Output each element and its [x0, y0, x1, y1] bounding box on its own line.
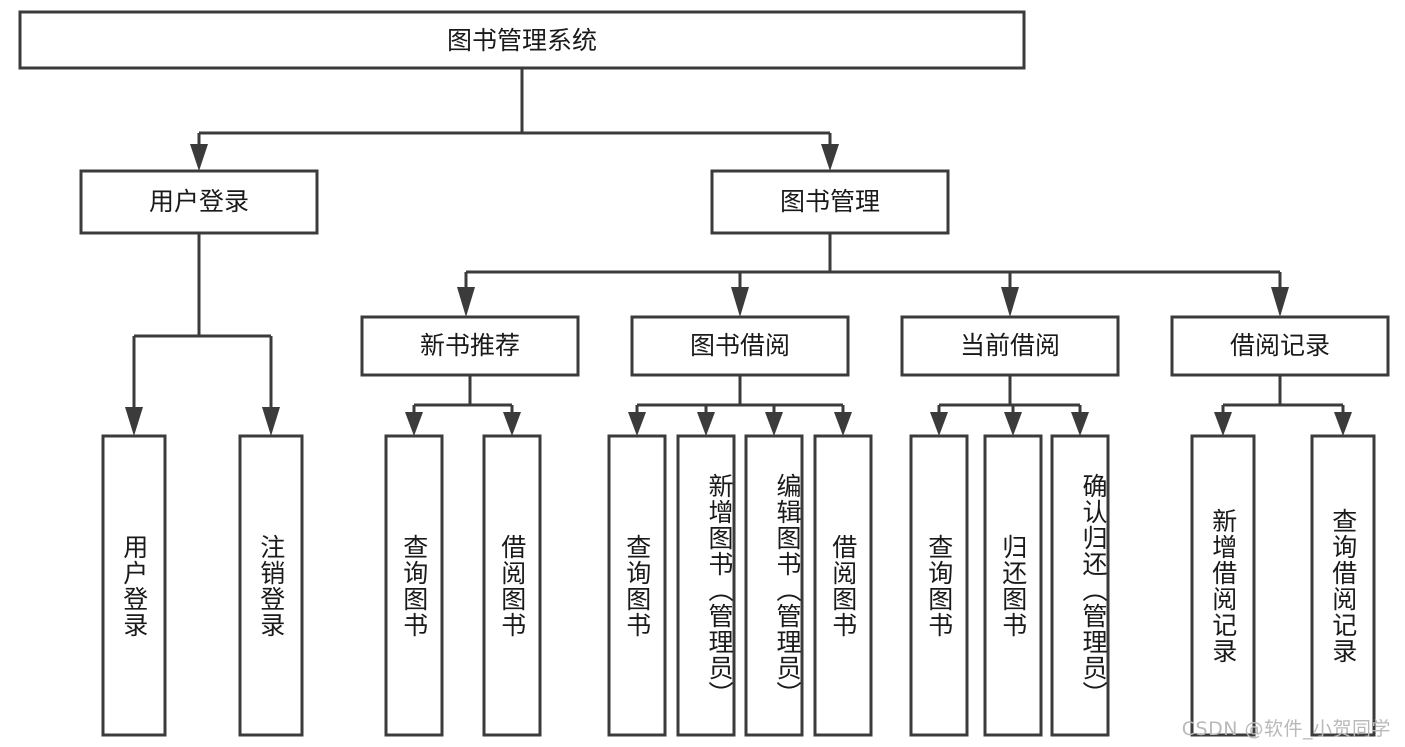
- leaf-add-record-box[interactable]: [1190, 434, 1256, 737]
- arrow-head-leaf-query-book-2: [628, 412, 646, 436]
- arrow-head-current-borrow: [1001, 287, 1019, 317]
- arrow-head-leaf-borrow-book-2: [834, 412, 852, 436]
- leaf-return-book-box[interactable]: [983, 434, 1043, 737]
- node-borrow-record-label: 借阅记录: [1230, 331, 1330, 360]
- leaf-borrow-book-2-box[interactable]: [813, 434, 873, 737]
- arrow-head-book-borrow: [731, 287, 749, 317]
- arrow-head-leaf-query-book-3: [930, 412, 948, 436]
- arrow-head-leaf-query-record: [1334, 412, 1352, 436]
- connector-group-book-manage: [457, 233, 1289, 317]
- node-current-borrow-label: 当前借阅: [960, 331, 1060, 360]
- node-new-book-rec-label: 新书推荐: [420, 331, 520, 360]
- connector-group-current-borrow: [930, 375, 1089, 436]
- node-new-book-rec-box[interactable]: [360, 315, 580, 377]
- arrow-head-leaf-query-book-1: [405, 412, 423, 436]
- node-user-login-box[interactable]: [79, 169, 319, 235]
- connector-group-root: [190, 68, 839, 171]
- node-book-manage-box[interactable]: [710, 169, 950, 235]
- leaf-confirm-return-box[interactable]: [1050, 434, 1110, 737]
- arrow-head-leaf-edit-book: [765, 412, 783, 436]
- leaf-query-record-box[interactable]: [1310, 434, 1376, 737]
- leaf-add-book-box[interactable]: [676, 434, 736, 737]
- node-current-borrow-box[interactable]: [900, 315, 1120, 377]
- leaf-boxes: [101, 434, 1376, 737]
- node-new-book-rec[interactable]: 新书推荐: [360, 315, 580, 377]
- leaf-user-login-box[interactable]: [101, 434, 167, 737]
- node-borrow-record-box[interactable]: [1170, 315, 1390, 377]
- arrow-head-user-login: [190, 144, 208, 171]
- arrow-head-book-manage: [821, 144, 839, 171]
- node-root-label: 图书管理系统: [447, 26, 597, 55]
- arrow-head-new-book-rec: [457, 287, 475, 317]
- node-root-box[interactable]: [18, 10, 1026, 70]
- arrow-head-leaf-confirm-return: [1071, 412, 1089, 436]
- connector-group-user-login: [125, 233, 280, 436]
- leaf-logout-login-box[interactable]: [238, 434, 304, 737]
- leaf-edit-book-box[interactable]: [744, 434, 804, 737]
- node-book-borrow[interactable]: 图书借阅: [630, 315, 850, 377]
- node-book-borrow-label: 图书借阅: [690, 331, 790, 360]
- node-root[interactable]: 图书管理系统: [18, 10, 1026, 70]
- node-current-borrow[interactable]: 当前借阅: [900, 315, 1120, 377]
- csdn-watermark: CSDN @软件_小贺同学: [1181, 718, 1391, 740]
- node-book-manage[interactable]: 图书管理: [710, 169, 950, 235]
- arrow-head-leaf-user-login: [125, 407, 143, 436]
- arrow-head-leaf-add-record: [1214, 412, 1232, 436]
- arrow-head-leaf-add-book: [697, 412, 715, 436]
- node-book-manage-label: 图书管理: [780, 187, 880, 216]
- node-borrow-record[interactable]: 借阅记录: [1170, 315, 1390, 377]
- leaf-query-book-1-box[interactable]: [384, 434, 444, 737]
- arrow-head-leaf-logout-login: [262, 407, 280, 436]
- arrow-head-leaf-return-book: [1004, 412, 1022, 436]
- connector-group-borrow-record: [1214, 375, 1352, 436]
- connector-group-book-borrow: [628, 375, 852, 436]
- node-book-borrow-box[interactable]: [630, 315, 850, 377]
- leaf-borrow-book-1-box[interactable]: [482, 434, 542, 737]
- arrow-head-borrow-record: [1271, 287, 1289, 317]
- arrow-head-leaf-borrow-book-1: [503, 412, 521, 436]
- leaf-query-book-2-box[interactable]: [607, 434, 667, 737]
- node-user-login-label: 用户登录: [149, 187, 249, 216]
- leaf-query-book-3-box[interactable]: [909, 434, 969, 737]
- node-user-login[interactable]: 用户登录: [79, 169, 319, 235]
- connector-group-new-book-rec: [405, 375, 521, 436]
